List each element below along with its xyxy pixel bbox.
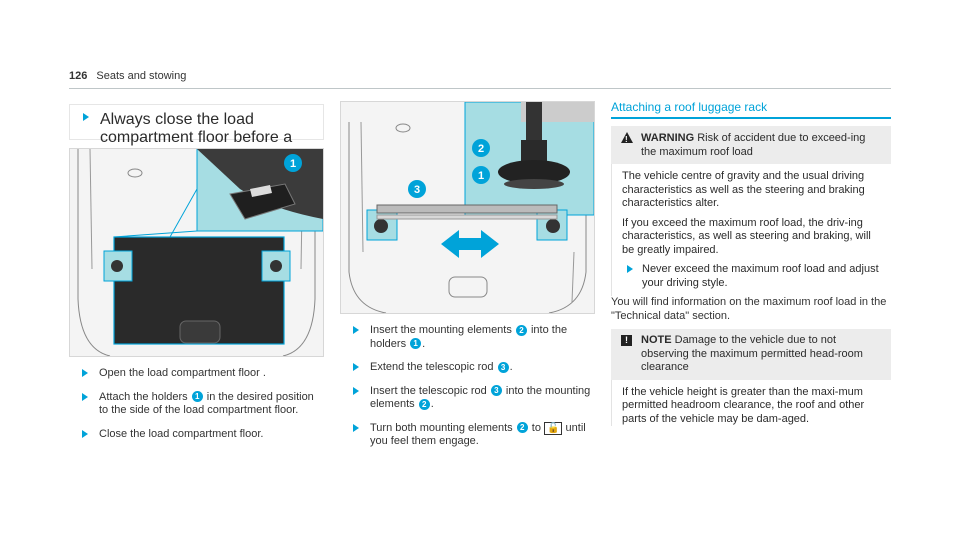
arrow-icon — [353, 423, 359, 432]
note-body: If the vehicle height is greater than th… — [611, 379, 891, 426]
step-attach-holders: Attach the holders 1 in the desired posi… — [69, 391, 322, 418]
warning-triangle-icon — [621, 132, 633, 147]
arrow-icon — [353, 386, 359, 395]
note-text: Damage to the vehicle due to not observi… — [641, 334, 863, 373]
note-damage-box: ! NOTE Damage to the vehicle due to not … — [611, 329, 891, 426]
step-text: until you feel them engage. — [370, 421, 586, 448]
unlock-icon: 🔓 — [544, 421, 563, 435]
warning-text: Risk of accident due to exceed-ing the m… — [641, 132, 866, 158]
callout-badge: 2 — [516, 422, 528, 434]
callout-badge: 2 — [418, 398, 430, 410]
step-text: to — [528, 421, 545, 434]
figure-mounting: 2 1 3 — [340, 101, 595, 314]
arrow-icon — [82, 429, 88, 438]
figure-load-compartment-drawing: 1 — [70, 149, 323, 356]
callout-badge: 3 — [490, 385, 502, 397]
arrow-icon — [83, 113, 89, 121]
step-text: Close the load compartment floor. — [99, 427, 264, 440]
arrow-icon — [82, 369, 88, 377]
note-box: Always close the load compartment floor … — [69, 104, 324, 164]
note-label: NOTE — [641, 334, 672, 346]
step-text: . — [430, 398, 434, 410]
section-name: Seats and stowing — [96, 70, 187, 82]
col2-steps: Insert the mounting elements 2 into the … — [340, 324, 593, 459]
info-paragraph: You will find information on the maximum… — [611, 296, 887, 322]
step-insert-mounting: Insert the mounting elements 2 into the … — [340, 324, 593, 351]
page-number: 126 — [69, 70, 88, 82]
step-text: Extend the telescopic rod — [370, 361, 497, 373]
figure-mounting-drawing: 2 1 3 — [341, 102, 594, 313]
step-close-floor: Close the load compartment floor. — [69, 428, 322, 442]
step-text: Attach the holders — [99, 390, 191, 403]
step-open-floor: Open the load compartment floor . — [69, 367, 322, 381]
warning-header: WARNING Risk of accident due to exceed-i… — [611, 126, 891, 164]
section-title: Attaching a roof luggage rack — [611, 100, 768, 114]
note-header: ! NOTE Damage to the vehicle due to not … — [611, 329, 891, 380]
step-extend-rod: Extend the telescopic rod 3. — [340, 361, 593, 375]
callout-badge: 1 — [191, 391, 203, 403]
step-text: . — [509, 361, 513, 373]
step-text: Insert the mounting elements — [370, 324, 515, 336]
arrow-icon — [627, 265, 633, 273]
step-insert-rod: Insert the telescopic rod 3 into the mou… — [340, 385, 593, 412]
warning-step: Never exceed the maximum roof load and a… — [622, 263, 883, 290]
step-text: . — [422, 337, 426, 350]
warning-paragraph-2: If you exceed the maximum roof load, the… — [622, 216, 871, 256]
col1-steps: Open the load compartment floor . Attach… — [69, 367, 322, 451]
figure-callout-1: 1 — [290, 158, 296, 170]
exclamation-icon: ! — [621, 335, 632, 346]
warning-box: WARNING Risk of accident due to exceed-i… — [611, 126, 891, 296]
step-text: Insert the telescopic rod — [370, 384, 490, 397]
callout-badge: 2 — [515, 324, 527, 336]
callout-badge: 3 — [497, 361, 509, 373]
step-text: Turn both mounting elements — [370, 421, 516, 434]
step-text: into the holders — [370, 324, 568, 350]
header-rule — [69, 88, 891, 89]
warning-step-text: Never exceed the maximum roof load and a… — [642, 263, 879, 289]
step-text: in the desired position to the side of t… — [99, 390, 314, 417]
warning-body: The vehicle centre of gravity and the us… — [611, 164, 891, 296]
step-turn-mounting: Turn both mounting elements 2 to 🔓 until… — [340, 421, 593, 449]
warning-label: WARNING — [641, 132, 695, 144]
arrow-icon — [82, 392, 88, 401]
page-header: 126 Seats and stowing — [69, 70, 186, 82]
section-title-rule — [611, 117, 891, 119]
arrow-icon — [353, 326, 359, 334]
figure-callout-1: 1 — [478, 170, 484, 182]
step-text: Open the load compartment floor . — [99, 367, 266, 379]
step-text: into the mounting elements — [370, 384, 591, 411]
figure-load-compartment: 1 — [69, 148, 324, 357]
figure-callout-2: 2 — [478, 143, 484, 155]
figure-callout-3: 3 — [414, 184, 420, 196]
callout-badge: 1 — [410, 338, 422, 350]
arrow-icon — [353, 363, 359, 371]
warning-paragraph-1: The vehicle centre of gravity and the us… — [622, 170, 865, 209]
